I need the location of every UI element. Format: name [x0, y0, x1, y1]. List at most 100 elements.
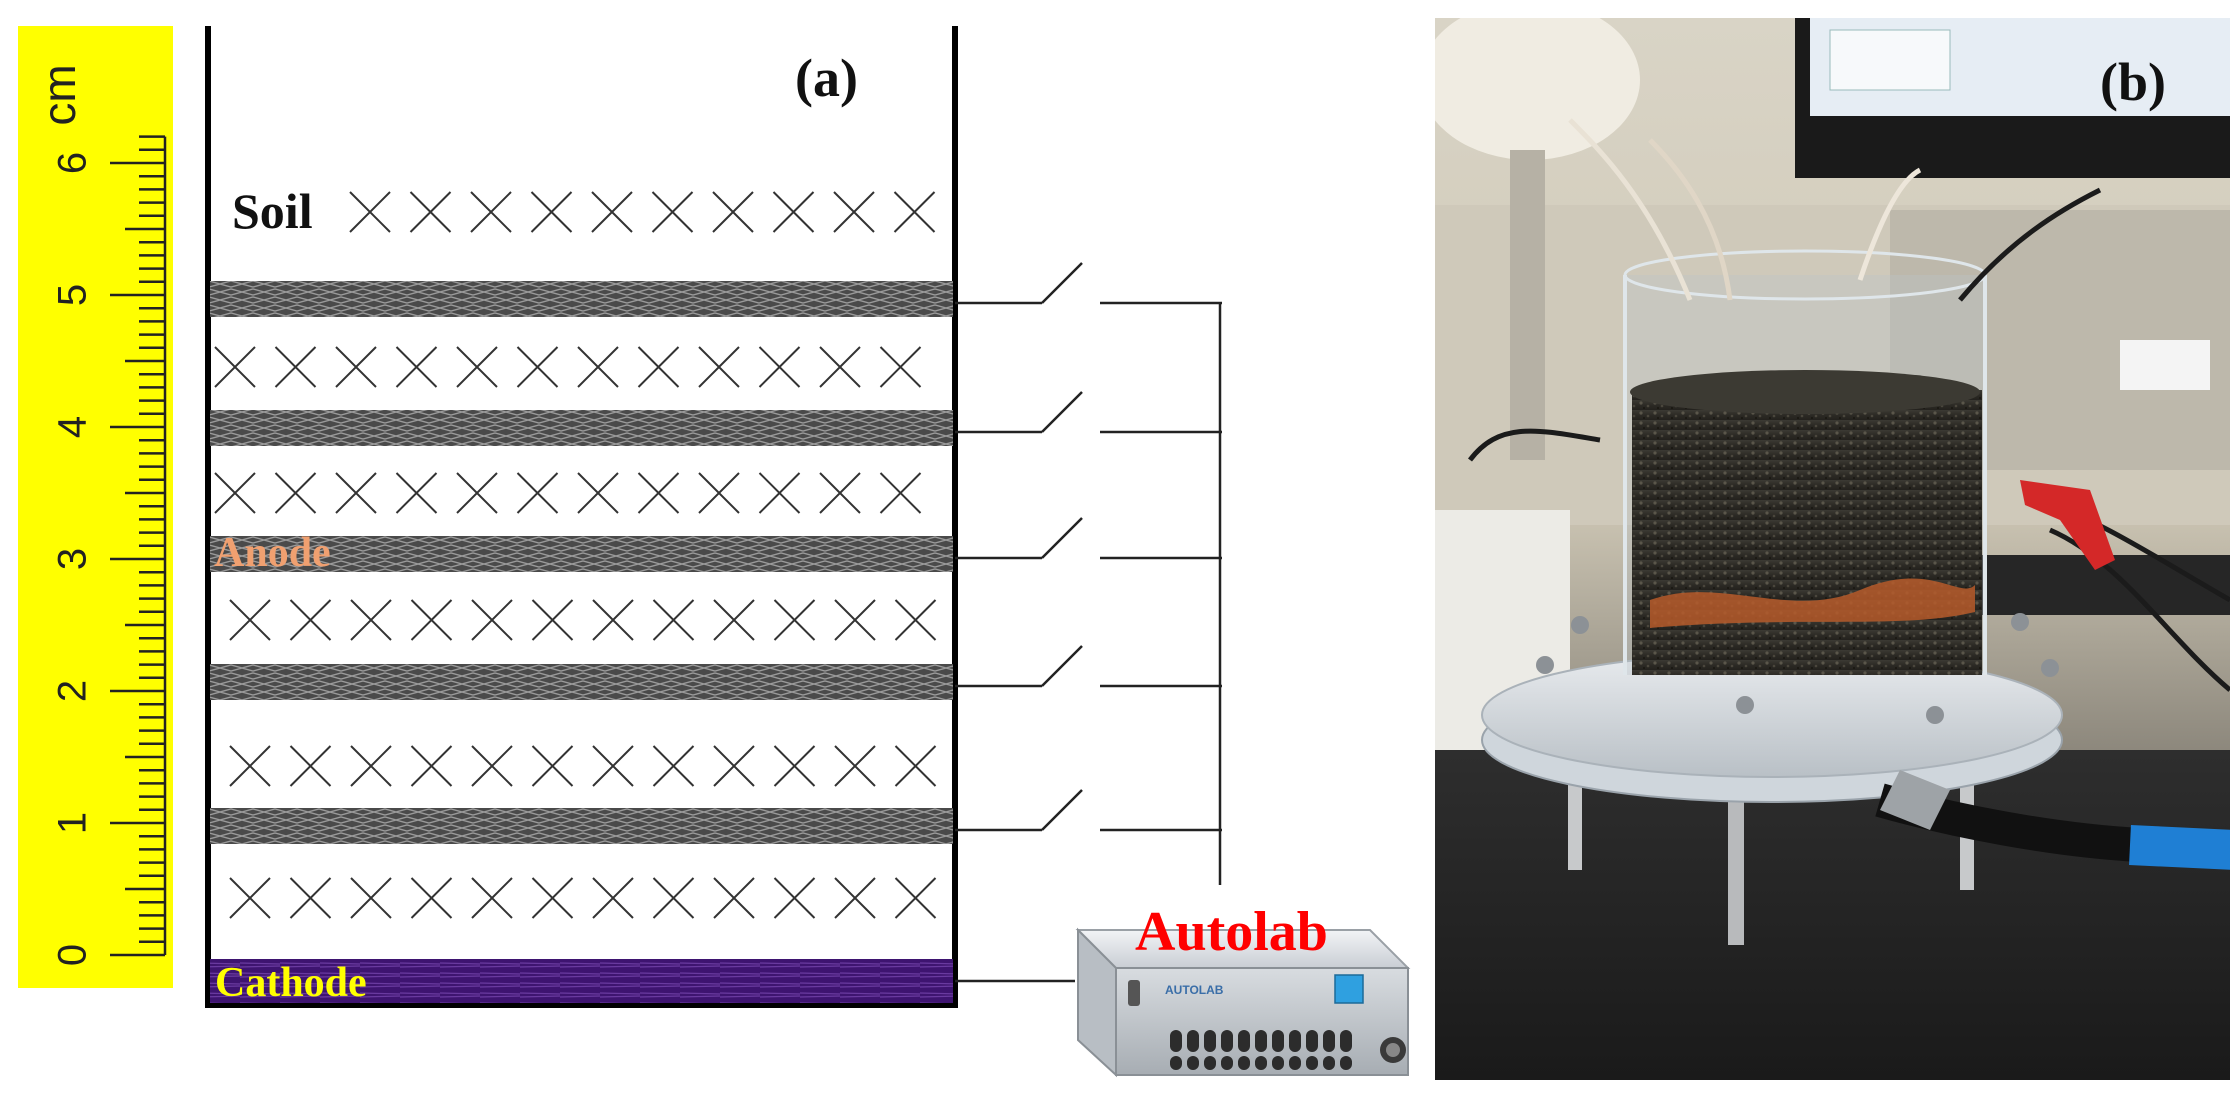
- soil-particle-mark: [516, 346, 559, 388]
- soil-particle-mark: [713, 599, 755, 641]
- device-port: [1170, 1030, 1182, 1052]
- soil-particle-mark: [229, 877, 271, 919]
- switch: [955, 517, 1222, 560]
- soil-particle-mark: [819, 472, 861, 514]
- soil-label: Soil: [232, 183, 313, 239]
- soil-particle-mark: [652, 745, 695, 787]
- soil-particle-mark: [773, 877, 816, 919]
- autolab-label: Autolab: [1135, 901, 1328, 963]
- device-port: [1204, 1056, 1216, 1070]
- soil-particle-mark: [591, 191, 633, 233]
- device-port: [1204, 1030, 1216, 1052]
- soil-particle-mark: [894, 599, 937, 641]
- soil-particle-mark: [471, 599, 513, 641]
- device-port: [1272, 1030, 1284, 1052]
- soil-layer: [229, 745, 937, 787]
- device-port: [1238, 1030, 1250, 1052]
- soil-particle-mark: [531, 745, 574, 787]
- soil-particle-mark: [758, 472, 801, 514]
- soil-particle-mark: [456, 472, 498, 514]
- device-port: [1221, 1056, 1233, 1070]
- ruler-tick-label: 4: [51, 416, 95, 438]
- device-port: [1272, 1056, 1284, 1070]
- soil-particle-mark: [713, 877, 755, 919]
- soil-particle-mark: [834, 745, 876, 787]
- anode-mesh-layer: [210, 410, 953, 446]
- soil-particle-mark: [471, 877, 513, 919]
- soil-particle-mark: [698, 346, 740, 388]
- red-clip-icon: [2020, 480, 2115, 570]
- soil-particle-mark: [652, 877, 695, 919]
- device-screen: [1334, 974, 1364, 1004]
- soil-particle-mark: [758, 346, 801, 388]
- switch: [955, 262, 1222, 305]
- device-port: [1255, 1030, 1267, 1052]
- soil-particle-mark: [335, 346, 377, 388]
- soil-layer: [214, 472, 922, 514]
- soil-particle-mark: [651, 191, 694, 233]
- soil-particle-mark: [834, 599, 876, 641]
- soil-fill: [1632, 390, 1982, 675]
- soil-particle-mark: [410, 745, 453, 787]
- soil-particle-mark: [530, 191, 573, 233]
- cathode-plate: [210, 959, 953, 1003]
- soil-particle-mark: [712, 191, 754, 233]
- soil-particle-mark: [531, 599, 574, 641]
- panel-a-label: (a): [795, 48, 858, 108]
- soil-layer: [214, 346, 922, 388]
- ruler-tick-label: 1: [51, 812, 95, 834]
- switch: [955, 645, 1222, 688]
- soil-layer: [229, 599, 937, 641]
- anode-mesh-layer: [210, 808, 953, 844]
- device-port: [1306, 1030, 1318, 1052]
- soil-particle-mark: [229, 745, 271, 787]
- panel-b-label: (b): [2100, 52, 2166, 112]
- switch-wiring: [955, 262, 1222, 832]
- table-surface: [1435, 750, 2230, 1080]
- soil-particle-mark: [894, 877, 937, 919]
- device-port: [1289, 1030, 1301, 1052]
- soil-container: [205, 26, 958, 1008]
- soil-particle-mark: [350, 599, 392, 641]
- ruler-tick-label: 6: [51, 152, 95, 174]
- soil-layers: [214, 191, 937, 919]
- ruler-ticks: [110, 135, 167, 957]
- soil-particle-mark: [592, 877, 634, 919]
- soil-particle-mark: [772, 191, 815, 233]
- cathode-label: Cathode: [215, 960, 367, 1006]
- soil-particle-mark: [395, 472, 438, 514]
- device-port: [1289, 1056, 1301, 1070]
- device-port: [1340, 1056, 1352, 1070]
- soil-particle-mark: [773, 745, 816, 787]
- device-port: [1238, 1056, 1250, 1070]
- soil-particle-mark: [531, 877, 574, 919]
- soil-particle-mark: [652, 599, 695, 641]
- soil-particle-mark: [894, 745, 937, 787]
- anode-mesh-layer: [210, 536, 953, 572]
- soil-particle-mark: [713, 745, 755, 787]
- soil-particle-mark: [289, 877, 332, 919]
- device-ports: [1170, 1030, 1352, 1070]
- device-port: [1306, 1056, 1318, 1070]
- ruler-tick-label: 0: [51, 944, 95, 966]
- soil-particle-mark: [833, 191, 875, 233]
- ruler-unit: cm: [33, 64, 85, 125]
- device-port: [1323, 1030, 1335, 1052]
- autolab-brand-text: AUTOLAB: [1165, 983, 1224, 997]
- device-port: [1187, 1056, 1199, 1070]
- soil-particle-mark: [637, 346, 680, 388]
- anode-layers: [210, 281, 953, 844]
- soil-particle-mark: [819, 346, 861, 388]
- soil-particle-mark: [698, 472, 740, 514]
- soil-particle-mark: [834, 877, 876, 919]
- blue-probe-icon: [2129, 825, 2230, 870]
- ruler-tick-label: 2: [51, 680, 95, 702]
- soil-particle-mark: [577, 472, 619, 514]
- device-port: [1323, 1056, 1335, 1070]
- soil-particle-mark: [592, 599, 634, 641]
- soil-particle-mark: [395, 346, 438, 388]
